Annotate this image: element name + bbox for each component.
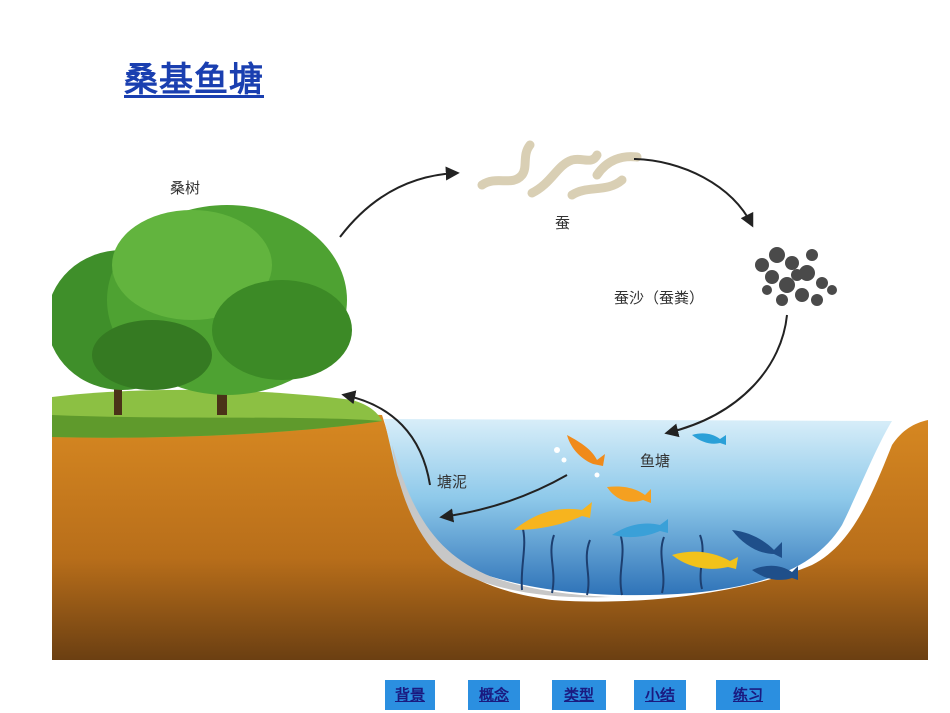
fish-icon bbox=[672, 551, 738, 569]
fish-icon bbox=[514, 502, 592, 530]
label-silkworm-droppings: 蚕沙（蚕粪） bbox=[614, 289, 705, 307]
label-fish-pond: 鱼塘 bbox=[640, 452, 671, 470]
fish-icon bbox=[732, 530, 782, 558]
label-pond-mud: 塘泥 bbox=[437, 473, 468, 491]
fish-icon bbox=[567, 435, 605, 466]
nav-background[interactable]: 背景 bbox=[385, 680, 435, 710]
fish-school bbox=[514, 433, 798, 580]
arrow-mud-to-tree bbox=[341, 390, 431, 486]
label-silkworm: 蚕 bbox=[555, 214, 571, 232]
nav-summary[interactable]: 小结 bbox=[634, 680, 686, 710]
page-title[interactable]: 桑基鱼塘 bbox=[124, 60, 264, 100]
ecosystem-illustration bbox=[47, 140, 928, 660]
nav-types[interactable]: 类型 bbox=[552, 680, 606, 710]
nav-concept[interactable]: 概念 bbox=[468, 680, 520, 710]
pond-mud-layer bbox=[392, 445, 612, 598]
arrow-droppings-to-pond bbox=[664, 314, 788, 438]
arrow-tree-to-silkworm bbox=[339, 166, 460, 238]
mulberry-tree bbox=[47, 205, 352, 415]
mulberry-fish-pond-diagram: 桑树 蚕 蚕沙（蚕粪） 鱼塘 塘泥 bbox=[47, 115, 928, 660]
arrow-silkworm-to-droppings bbox=[633, 158, 754, 228]
silkworm-droppings-icon bbox=[755, 247, 837, 306]
grass-shadow bbox=[52, 415, 382, 438]
nav-exercises[interactable]: 练习 bbox=[716, 680, 780, 710]
cycle-arrows bbox=[339, 158, 788, 523]
silkworm-icon bbox=[477, 140, 642, 200]
water-plants bbox=[520, 524, 704, 596]
fish-icon bbox=[692, 433, 726, 445]
arrow-pond-to-mud bbox=[439, 474, 568, 523]
soil bbox=[52, 405, 928, 660]
fish-icon bbox=[607, 486, 651, 503]
fish-icon bbox=[752, 565, 798, 580]
fish-icon bbox=[612, 519, 668, 538]
label-mulberry: 桑树 bbox=[170, 179, 201, 197]
